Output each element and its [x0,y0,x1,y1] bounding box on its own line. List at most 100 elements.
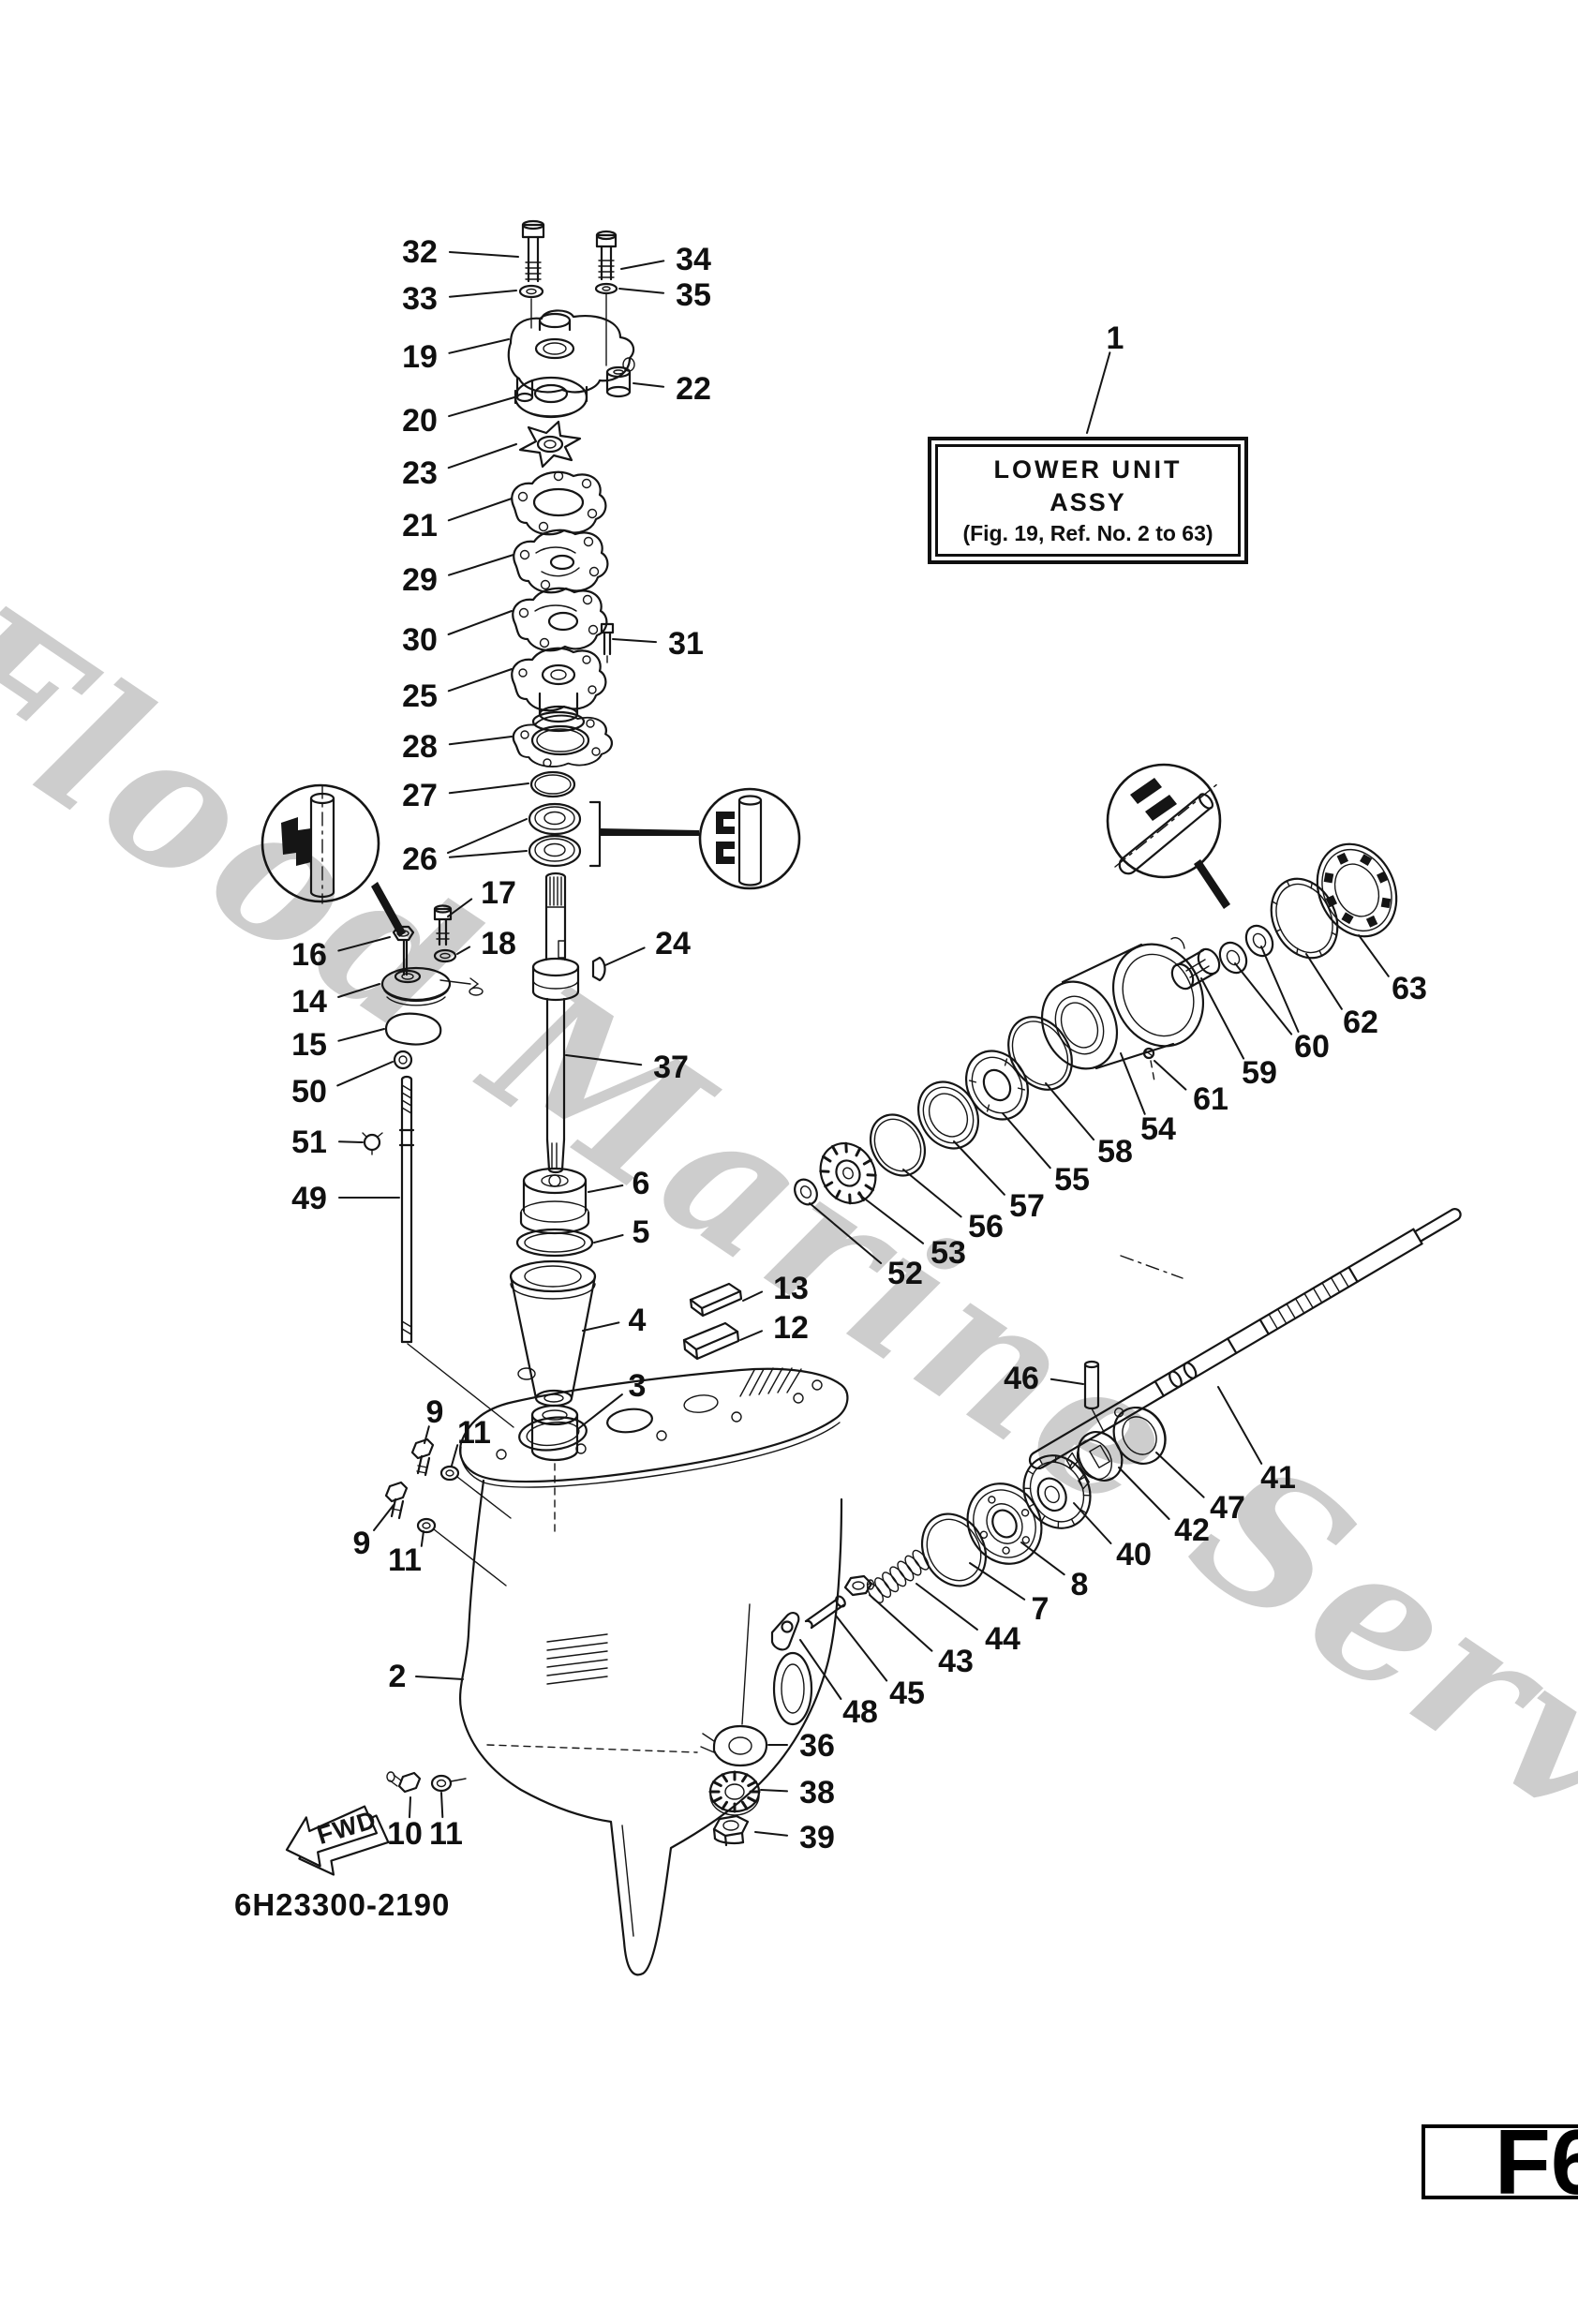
part-28-gasket [512,714,614,768]
part-53-pinion-gear [819,1141,877,1205]
part-label-6: 6 [633,1166,650,1201]
leader-line-9 [373,1504,394,1531]
part-label-52: 52 [887,1256,923,1291]
part-label-11: 11 [429,1816,463,1852]
leader-line-42 [1118,1467,1170,1520]
leader-line-11 [420,1530,424,1547]
leader-line-28 [448,736,513,746]
part-11-washer-lower [416,1517,507,1587]
leader-line-19 [448,338,510,354]
part-33-washer [518,284,544,329]
part-label-9: 9 [426,1394,444,1430]
drawing-number: 6H23300-2190 [234,1887,451,1922]
leader-line-16 [337,936,391,952]
part-61-screw [1142,1047,1155,1082]
leader-line-8 [1020,1542,1065,1576]
part-31-stud [600,622,615,668]
part-7-oring [920,1512,988,1587]
part-label-34: 34 [676,242,711,277]
leader-line-2 [415,1676,464,1680]
part-label-36: 36 [799,1728,835,1764]
leader-line-35 [618,288,665,294]
part-63-ring-gear [1316,842,1398,938]
leader-line-38 [760,1789,788,1793]
leader-line-14 [337,983,380,998]
part-30-pump-base [512,587,608,652]
leader-line-44 [916,1583,978,1631]
leader-line-43 [869,1594,933,1652]
part-label-20: 20 [402,403,438,439]
leader-line-62 [1305,953,1343,1010]
part-24-woodruff-key [591,956,606,982]
part-label-54: 54 [1140,1111,1176,1147]
part-label-60: 60 [1294,1029,1330,1065]
part-label-50: 50 [291,1074,327,1110]
part-19-pump-housing [507,309,635,403]
title-line-2: ASSY [1050,488,1126,516]
part-label-35: 35 [676,277,711,313]
part-50-ring [393,1050,413,1070]
part-label-49: 49 [291,1181,327,1216]
leader-line-25 [447,668,513,693]
part-58-oring [1007,1016,1073,1091]
leader-line-11 [440,1792,444,1819]
part-8-bearing [966,1482,1043,1565]
part-label-14: 14 [291,984,327,1020]
part-11-washer-upper [439,1465,512,1519]
leader-line-13 [742,1290,764,1302]
part-label-62: 62 [1343,1005,1378,1040]
part-55-bearing [965,1050,1029,1121]
part-29-pump-plate [513,529,609,594]
part-label-12: 12 [773,1310,809,1346]
part-label-11: 11 [388,1542,422,1578]
part-37-driveshaft [531,872,580,1174]
leader-line-29 [448,554,514,576]
leader-line-51 [338,1140,364,1143]
part-27-oring [529,770,576,798]
leader-line-55 [1002,1112,1051,1169]
part-label-47: 47 [1210,1490,1245,1526]
part-label-42: 42 [1174,1512,1210,1548]
part-49-shift-rod [398,1075,514,1428]
part-3-bushing [530,1404,579,1538]
leader-line-63 [1358,934,1390,977]
leader-line-5 [593,1234,624,1244]
part-14-shift-cam [380,939,484,1006]
part-label-2: 2 [389,1659,407,1694]
part-12-key [682,1321,740,1361]
leader-line-48 [799,1639,842,1700]
leader-line-60 [1260,946,1300,1033]
part-47-seal-carrier [1112,1407,1167,1465]
part-label-13: 13 [773,1271,809,1306]
leader-line-52 [809,1202,883,1264]
leader-line-34 [620,260,665,270]
leader-line-24 [604,946,646,966]
part-36-lock-washer [700,1603,768,1767]
part-32-bolt [521,219,545,283]
leader-line-39 [754,1831,789,1837]
part-label-61: 61 [1193,1081,1228,1117]
leader-line-3 [578,1393,623,1429]
leader-line-60 [1234,962,1293,1035]
part-label-31: 31 [668,626,704,662]
part-label-38: 38 [799,1775,835,1810]
leader-line-54 [1120,1052,1146,1115]
part-57-oil-seal [917,1080,979,1150]
title-line-3: (Fig. 19, Ref. No. 2 to 63) [962,521,1213,545]
callout-detail-middle [600,787,801,890]
part-label-11: 11 [457,1415,491,1451]
part-18-washer [433,948,457,963]
part-label-16: 16 [291,937,327,973]
part-4-driveshaft-sleeve [509,1259,597,1408]
part-2-gearcase [459,1367,849,1976]
part-label-63: 63 [1392,971,1427,1006]
leader-line-26 [448,850,528,858]
leader-line-17 [447,898,473,917]
part-label-21: 21 [402,508,438,544]
part-label-28: 28 [402,729,438,765]
part-15-gasket [384,1012,442,1046]
leader-line-45 [835,1615,888,1682]
